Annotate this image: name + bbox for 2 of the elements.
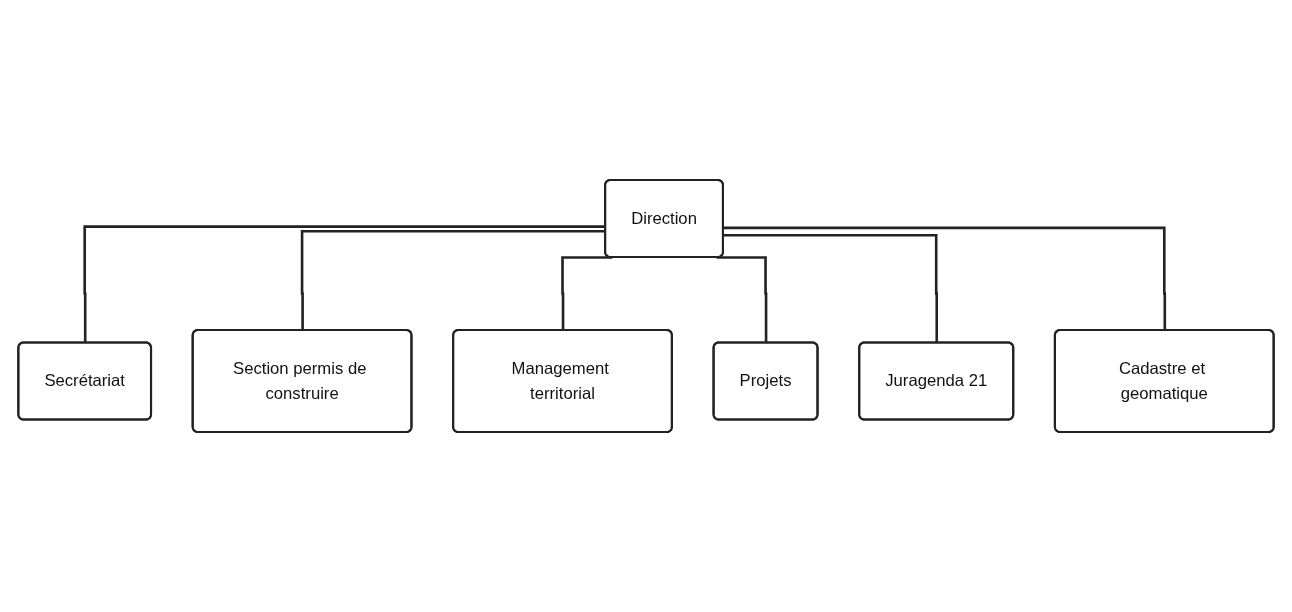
connector bbox=[83, 225, 606, 343]
connector bbox=[723, 233, 939, 343]
